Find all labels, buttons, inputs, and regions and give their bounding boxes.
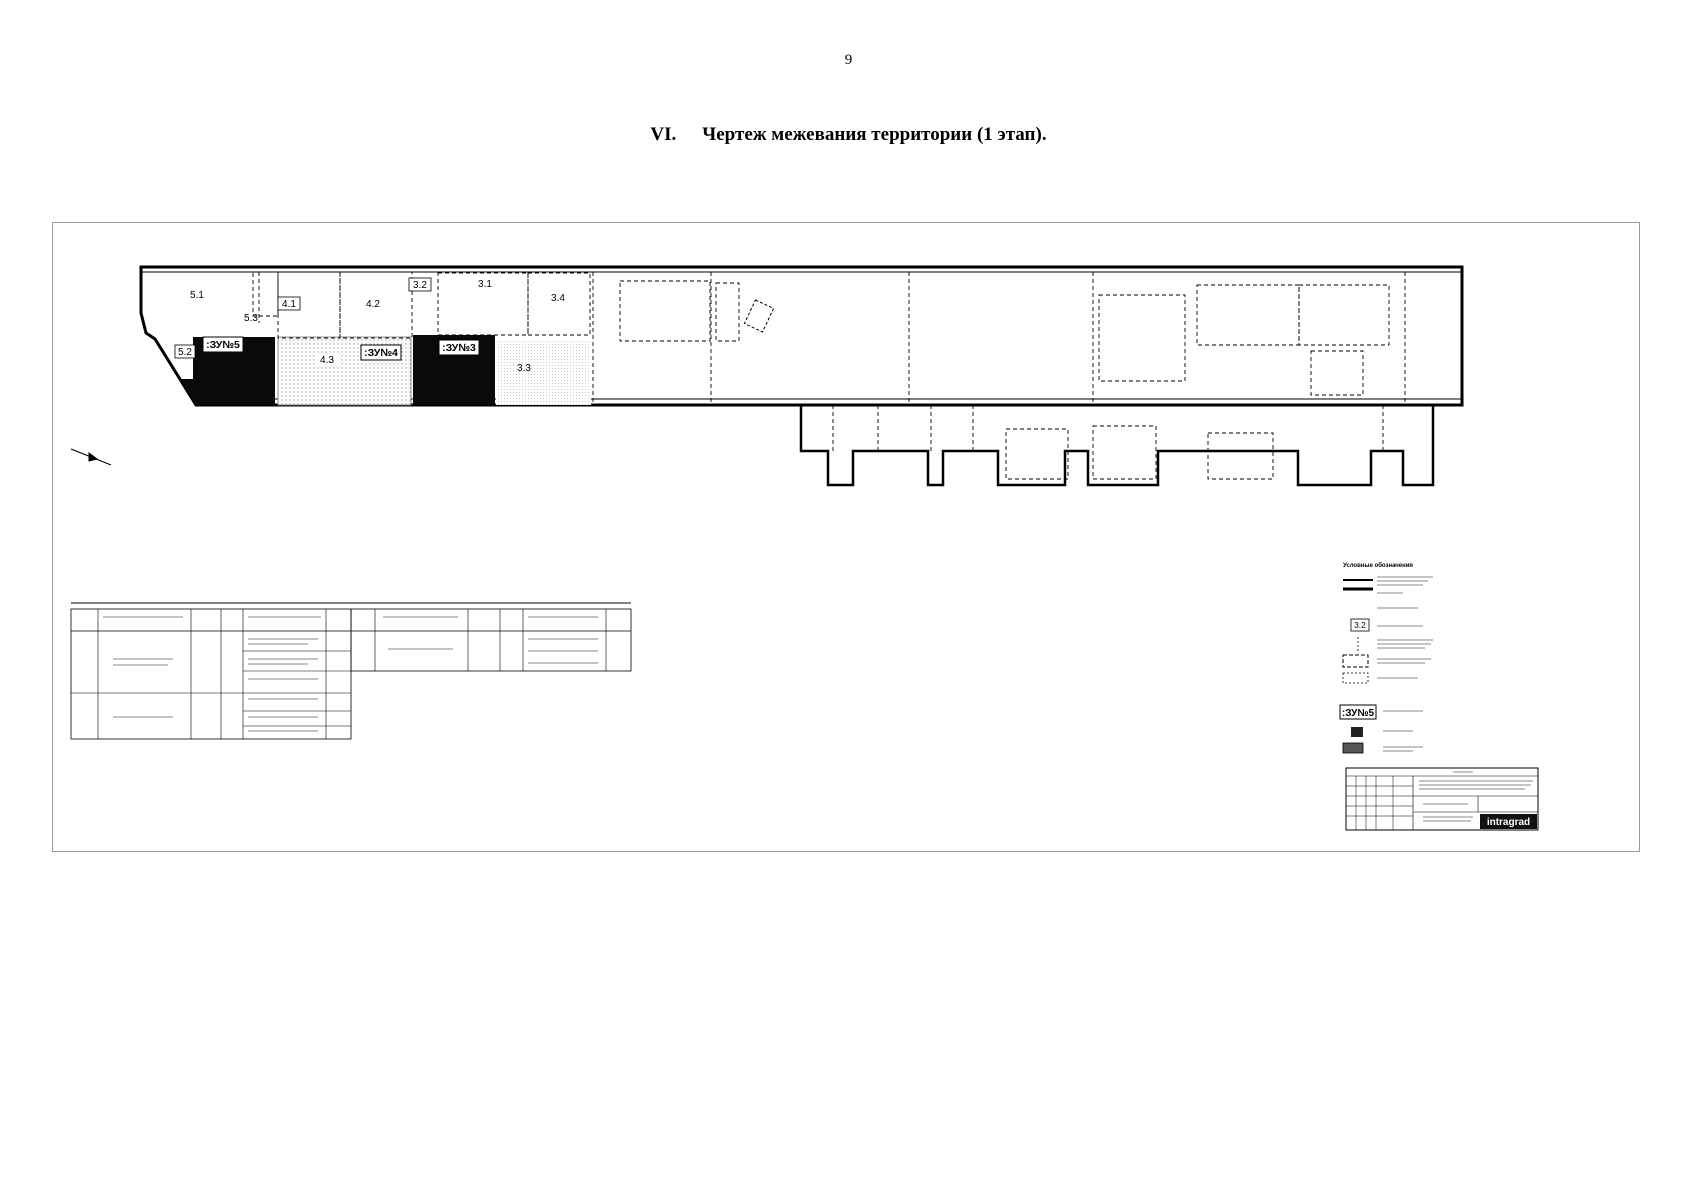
page-number: 9 <box>844 52 853 68</box>
zone-label-zu3: :ЗУ№3 <box>442 342 476 354</box>
zone-label-zu4: :ЗУ№4 <box>364 347 398 359</box>
title-block <box>1345 767 1539 831</box>
legend-title: Условные обозначения <box>1343 562 1413 569</box>
legend: Условные обозначения 3.2 :ЗУ№5 <box>1339 562 1433 754</box>
territory-plan: 5.1 5.3 5.2 4.1 4.2 4.3 3.2 3.1 3.4 3.3 … <box>139 265 1464 487</box>
section-title: Чертеж межевания территории (1 этап). <box>702 124 1047 145</box>
parcel-label-5-1: 5.1 <box>190 290 204 301</box>
section-number: VI. <box>650 124 677 145</box>
parcel-label-3-3: 3.3 <box>517 363 531 374</box>
parcel-label-3-1: 3.1 <box>478 279 492 290</box>
parcel-label-4-1: 4.1 <box>282 299 296 310</box>
lower-boundary <box>799 405 1435 487</box>
parcel-label-3-4: 3.4 <box>551 293 565 304</box>
parcel-table-left <box>70 602 352 740</box>
brand-logo <box>1480 814 1537 829</box>
survey-drawing-sheet: 5.1 5.3 5.2 4.1 4.2 4.3 3.2 3.1 3.4 3.3 … <box>52 222 1640 852</box>
zone-zu5-fill <box>181 337 275 405</box>
brand-name: intragrad <box>1487 817 1530 828</box>
legend-sample-zone: :ЗУ№5 <box>1342 708 1375 719</box>
parcel-3-3-fill <box>496 341 591 405</box>
parcel-label-5-3: 5.3 <box>244 313 258 324</box>
parcel-table-right <box>350 602 632 672</box>
parcel-label-3-2: 3.2 <box>413 280 427 291</box>
parcel-label-5-2: 5.2 <box>178 347 192 358</box>
parcel-label-4-3: 4.3 <box>320 355 334 366</box>
zone-label-zu5: :ЗУ№5 <box>206 339 240 351</box>
legend-sample-parcel: 3.2 <box>1354 620 1366 630</box>
parcel-label-4-2: 4.2 <box>366 299 380 310</box>
north-arrow-icon <box>70 448 112 466</box>
territory-boundary <box>139 265 1464 407</box>
section-heading: VI. Чертеж межевания территории (1 этап). <box>0 124 1697 146</box>
